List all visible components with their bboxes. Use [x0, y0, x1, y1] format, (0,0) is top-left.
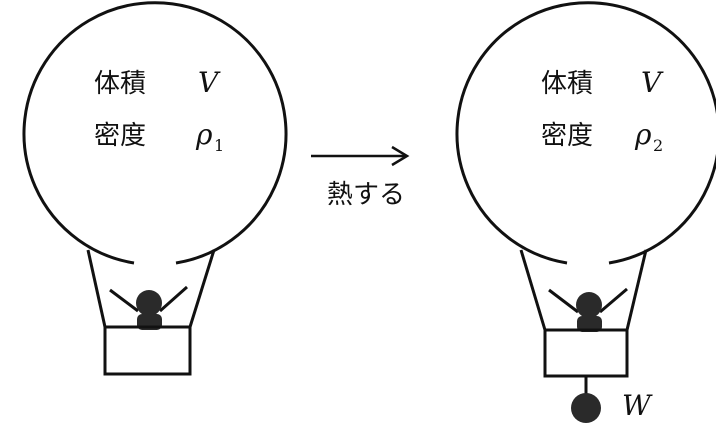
gondola-basket — [103, 325, 192, 376]
passenger-arm-left — [548, 288, 579, 314]
passenger-body — [577, 316, 602, 332]
density-label: 密度 — [94, 121, 146, 151]
suspension-line-right — [188, 249, 216, 328]
balloon-after: W 体積 V 密度 ρ 2 — [455, 1, 716, 423]
balloon-envelope — [455, 1, 716, 265]
density-variable: ρ — [634, 118, 652, 151]
volume-label: 体積 — [94, 69, 146, 99]
volume-label: 体積 — [541, 69, 593, 99]
balloon-before: 体積 V 密度 ρ 1 — [22, 1, 288, 376]
density-subscript: 2 — [653, 136, 663, 155]
density-subscript: 1 — [214, 136, 224, 155]
density-variable: ρ — [195, 118, 213, 151]
passenger-arm-right — [159, 285, 188, 313]
gondola-basket — [543, 328, 629, 378]
passenger-head — [136, 290, 162, 316]
suspension-line-left — [86, 249, 107, 328]
passenger-head — [576, 292, 602, 318]
weight-ball — [571, 393, 601, 423]
heating-process: 熱する — [311, 145, 410, 210]
volume-variable: V — [641, 66, 664, 99]
weight-label: W — [622, 389, 653, 422]
process-label: 熱する — [327, 180, 405, 210]
passenger-arm-left — [109, 288, 139, 313]
suspension-line-right — [625, 249, 648, 331]
volume-variable: V — [198, 66, 221, 99]
suspension-line-left — [519, 249, 547, 331]
density-label: 密度 — [541, 121, 593, 151]
passenger-arm-right — [599, 287, 628, 314]
arrow-right-icon — [391, 145, 410, 167]
balloon-envelope — [22, 1, 288, 265]
